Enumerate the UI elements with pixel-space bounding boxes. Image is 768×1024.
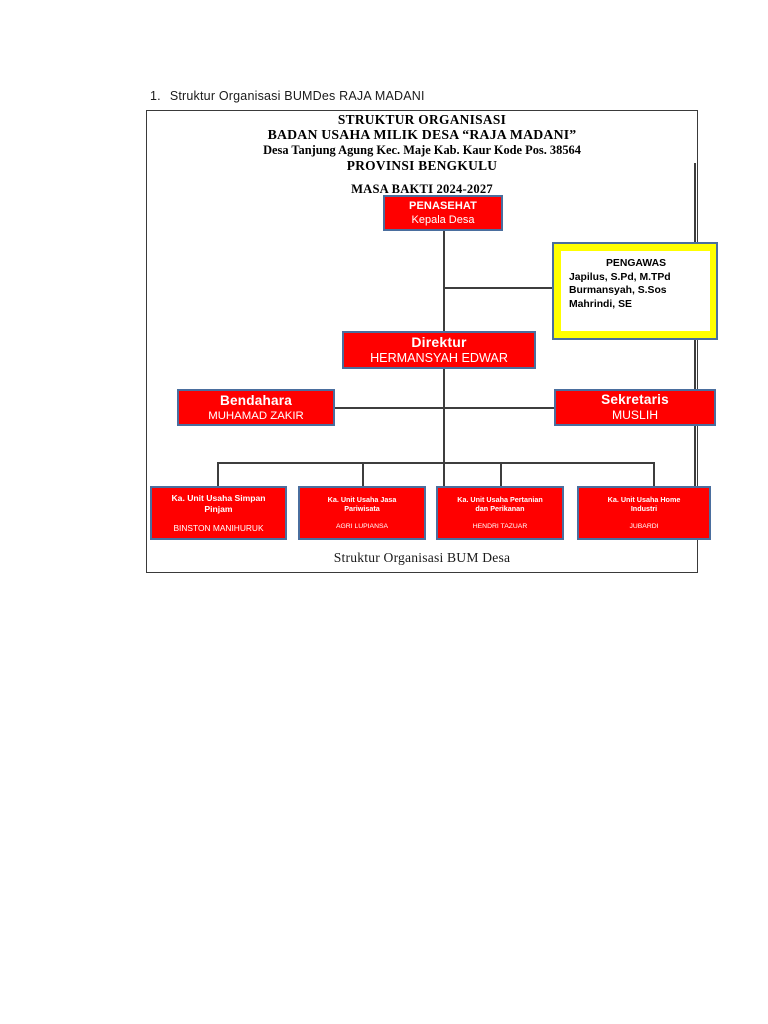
unit-title-line-2: Pariwisata <box>344 504 380 514</box>
node-unit-home-industri-person: JUBARDI <box>629 522 659 530</box>
header-line-address: Desa Tanjung Agung Kec. Maje Kab. Kaur K… <box>263 142 581 157</box>
node-bendahara-person: MUHAMAD ZAKIR <box>208 409 304 422</box>
unit-title-line-1: Ka. Unit Usaha Pertanian <box>457 494 543 504</box>
node-unit-jasa-pariwisata-title: Ka. Unit Usaha Jasa Pariwisata <box>328 495 397 514</box>
connector-unit-drop-2 <box>362 462 364 487</box>
node-unit-jasa-pariwisata[interactable]: Ka. Unit Usaha Jasa Pariwisata AGRI LUPI… <box>298 486 426 540</box>
org-chart-caption: Struktur Organisasi BUM Desa <box>333 550 511 565</box>
node-unit-home-industri[interactable]: Ka. Unit Usaha Home Industri JUBARDI <box>577 486 711 540</box>
node-direktur[interactable]: Direktur HERMANSYAH EDWAR <box>342 331 536 369</box>
unit-title-line-1: Ka. Unit Usaha Jasa <box>327 494 397 504</box>
connector-right-spine-middle <box>694 339 696 390</box>
node-bendahara[interactable]: Bendahara MUHAMAD ZAKIR <box>177 389 335 426</box>
header-line-title: STRUKTUR ORGANISASI <box>337 112 507 127</box>
node-penasehat-person: Kepala Desa <box>411 214 475 226</box>
node-pengawas-member-2: Burmansyah, S.Sos <box>569 285 667 297</box>
node-unit-pertanian-perikanan-title: Ka. Unit Usaha Pertanian dan Perikanan <box>457 495 542 514</box>
node-unit-pertanian-perikanan-person: HENDRI TAZUAR <box>472 522 528 530</box>
connector-unit-bus <box>217 462 654 464</box>
header-line-entity: BADAN USAHA MILIK DESA “RAJA MADANI” <box>267 127 577 143</box>
node-sekretaris-title: Sekretaris <box>601 392 669 407</box>
unit-title-line-2: Industri <box>630 504 658 514</box>
node-penasehat-title: PENASEHAT <box>409 200 477 212</box>
connector-trunk-to-pengawas <box>443 287 554 289</box>
connector-right-spine-lower <box>694 425 696 487</box>
node-bendahara-title: Bendahara <box>219 392 293 408</box>
document-list-item: 1. Struktur Organisasi BUMDes RAJA MADANI <box>150 89 425 103</box>
connector-penasehat-to-direktur <box>443 231 445 331</box>
node-direktur-person: HERMANSYAH EDWAR <box>370 351 508 365</box>
node-unit-jasa-pariwisata-person: AGRI LUPIANSA <box>335 522 389 530</box>
node-sekretaris[interactable]: Sekretaris MUSLIH <box>554 389 716 426</box>
header-line-province: PROVINSI BENGKULU <box>346 158 498 174</box>
node-unit-simpan-pinjam-title: Ka. Unit Usaha Simpan Pinjam <box>171 493 265 515</box>
node-pengawas-inner: PENGAWAS Japilus, S.Pd, M.TPd Burmansyah… <box>561 251 710 331</box>
node-direktur-title: Direktur <box>411 334 467 350</box>
unit-title-line-1: Ka. Unit Usaha Home <box>607 494 681 504</box>
node-unit-home-industri-title: Ka. Unit Usaha Home Industri <box>608 495 681 514</box>
unit-title-line-1: Ka. Unit Usaha Simpan <box>171 492 266 503</box>
node-pengawas-member-1: Japilus, S.Pd, M.TPd <box>569 271 671 283</box>
connector-right-spine-upper <box>694 163 696 243</box>
node-penasehat[interactable]: PENASEHAT Kepala Desa <box>383 195 503 231</box>
org-chart-header: STRUKTUR ORGANISASI BADAN USAHA MILIK DE… <box>146 112 698 197</box>
connector-bendahara-to-sekretaris <box>335 407 555 409</box>
node-unit-simpan-pinjam[interactable]: Ka. Unit Usaha Simpan Pinjam BINSTON MAN… <box>150 486 287 540</box>
header-line-term: MASA BAKTI 2024-2027 <box>351 182 493 197</box>
node-unit-pertanian-perikanan[interactable]: Ka. Unit Usaha Pertanian dan Perikanan H… <box>436 486 564 540</box>
connector-unit-drop-3 <box>500 462 502 487</box>
connector-unit-drop-4 <box>653 462 655 487</box>
node-sekretaris-person: MUSLIH <box>611 408 659 422</box>
list-item-title: Struktur Organisasi BUMDes RAJA MADANI <box>169 89 425 103</box>
unit-title-line-2: Pinjam <box>204 503 233 514</box>
node-pengawas-title: PENGAWAS <box>605 258 667 269</box>
connector-direktur-downward <box>443 369 445 487</box>
node-unit-simpan-pinjam-person: BINSTON MANIHURUK <box>173 522 264 533</box>
node-pengawas[interactable]: PENGAWAS Japilus, S.Pd, M.TPd Burmansyah… <box>552 242 718 340</box>
node-pengawas-member-3: Mahrindi, SE <box>569 298 632 310</box>
unit-title-line-2: dan Perikanan <box>475 504 525 514</box>
connector-unit-drop-1 <box>217 462 219 487</box>
org-chart-frame <box>146 110 698 573</box>
list-item-number: 1. <box>150 89 161 103</box>
